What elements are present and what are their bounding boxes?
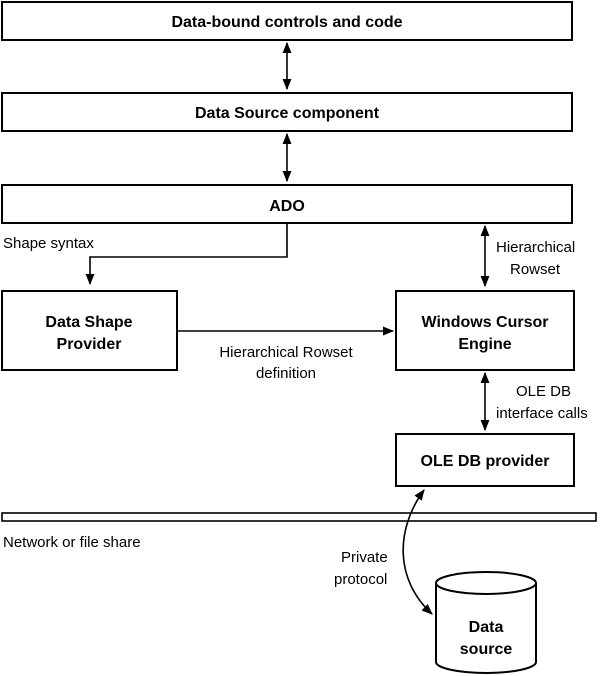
network-bar — [1, 512, 597, 522]
data-source-label-1: Data — [469, 619, 504, 636]
private-protocol-label-2: protocol — [334, 571, 387, 588]
shape-provider-box: Data Shape Provider — [1, 290, 178, 371]
oledb-provider-box: OLE DB provider — [395, 433, 575, 487]
hier-rowset-def-label-1: Hierarchical Rowset — [219, 344, 353, 361]
datasource-box: Data Source component — [1, 92, 573, 132]
arrow-shape-syntax — [85, 224, 288, 286]
controls-box: Data-bound controls and code — [1, 1, 573, 41]
shape-provider-label-1: Data Shape — [45, 314, 132, 331]
controls-label: Data-bound controls and code — [171, 14, 402, 31]
oledb-provider-label: OLE DB provider — [421, 453, 550, 470]
cursor-engine-box: Windows Cursor Engine — [395, 290, 575, 371]
oledb-calls-label-2: interface calls — [496, 405, 588, 422]
oledb-calls-label-1: OLE DB — [516, 383, 571, 400]
shape-provider-label-2: Provider — [57, 336, 122, 353]
hier-rowset-def-label-2: definition — [256, 365, 316, 382]
ado-box: ADO — [1, 184, 573, 224]
cursor-engine-label-2: Engine — [458, 336, 511, 353]
data-source-cylinder: Data source — [435, 571, 537, 674]
datasource-label: Data Source component — [195, 105, 380, 122]
private-protocol-label-1: Private — [341, 549, 388, 566]
shape-syntax-label: Shape syntax — [3, 235, 94, 252]
ado-label: ADO — [269, 198, 305, 215]
arrow-private-protocol — [402, 489, 433, 615]
data-source-label-2: source — [460, 641, 513, 658]
hier-rowset-label-2: Rowset — [510, 261, 561, 278]
cursor-engine-label-1: Windows Cursor — [422, 314, 549, 331]
hier-rowset-label-1: Hierarchical — [496, 239, 575, 256]
network-label: Network or file share — [3, 534, 141, 551]
